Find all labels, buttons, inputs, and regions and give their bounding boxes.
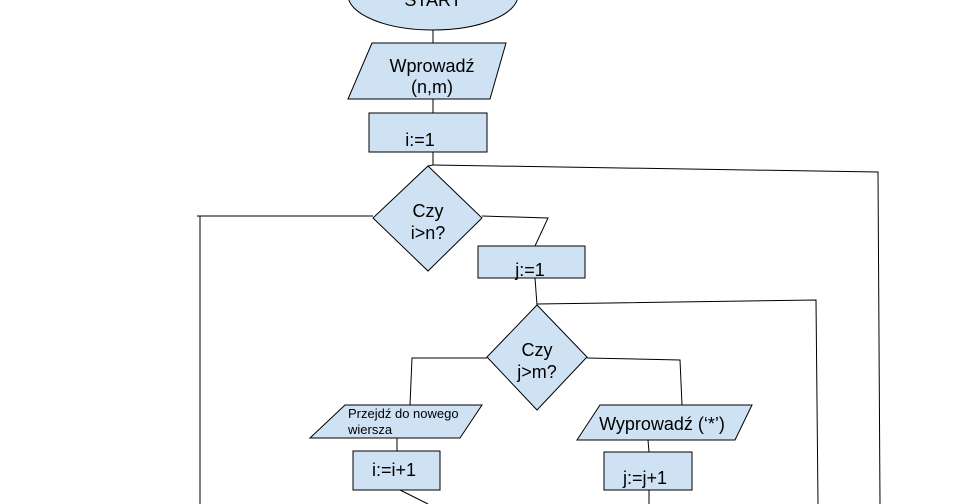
init-i-node: i:=1 — [368, 112, 488, 153]
connector — [534, 277, 538, 306]
connectors — [197, 30, 881, 504]
newline-line1: Przejdź do nowego — [348, 406, 459, 421]
cond-j-line2: j>m? — [516, 362, 557, 382]
newline-node: Przejdź do nowego wiersza — [308, 404, 483, 439]
start-node: START — [348, 0, 518, 31]
newline-line2: wiersza — [347, 422, 393, 437]
output-star-label: Wyprowadź (‘*’) — [599, 414, 725, 434]
init-i-label: i:=1 — [405, 130, 435, 150]
inc-j-node: j:=j+1 — [603, 451, 693, 491]
connector — [427, 152, 434, 167]
connector — [586, 357, 683, 406]
input-node: Wprowadź (n,m) — [347, 42, 507, 100]
input-label-line1: Wprowadź — [389, 56, 474, 76]
connector — [399, 489, 429, 504]
init-j-node: j:=1 — [477, 245, 586, 280]
loop-back-inner — [536, 299, 819, 504]
loop-back-outer — [432, 164, 881, 504]
cond-j-line1: Czy — [522, 340, 553, 360]
inc-i-node: i:=i+1 — [352, 450, 441, 491]
cond-i-node: Czy i>n? — [372, 165, 483, 272]
inc-i-label: i:=i+1 — [372, 460, 416, 480]
connector — [647, 439, 650, 453]
start-label: START — [404, 0, 461, 10]
init-j-label: j:=1 — [514, 260, 545, 280]
input-label-line2: (n,m) — [411, 77, 453, 97]
connector — [481, 215, 549, 247]
output-star-node: Wyprowadź (‘*’) — [576, 404, 753, 441]
cond-j-node: Czy j>m? — [486, 304, 588, 411]
cond-i-line2: i>n? — [411, 223, 446, 243]
inc-j-label: j:=j+1 — [622, 468, 667, 488]
connector — [409, 357, 487, 406]
cond-i-line1: Czy — [413, 201, 444, 221]
